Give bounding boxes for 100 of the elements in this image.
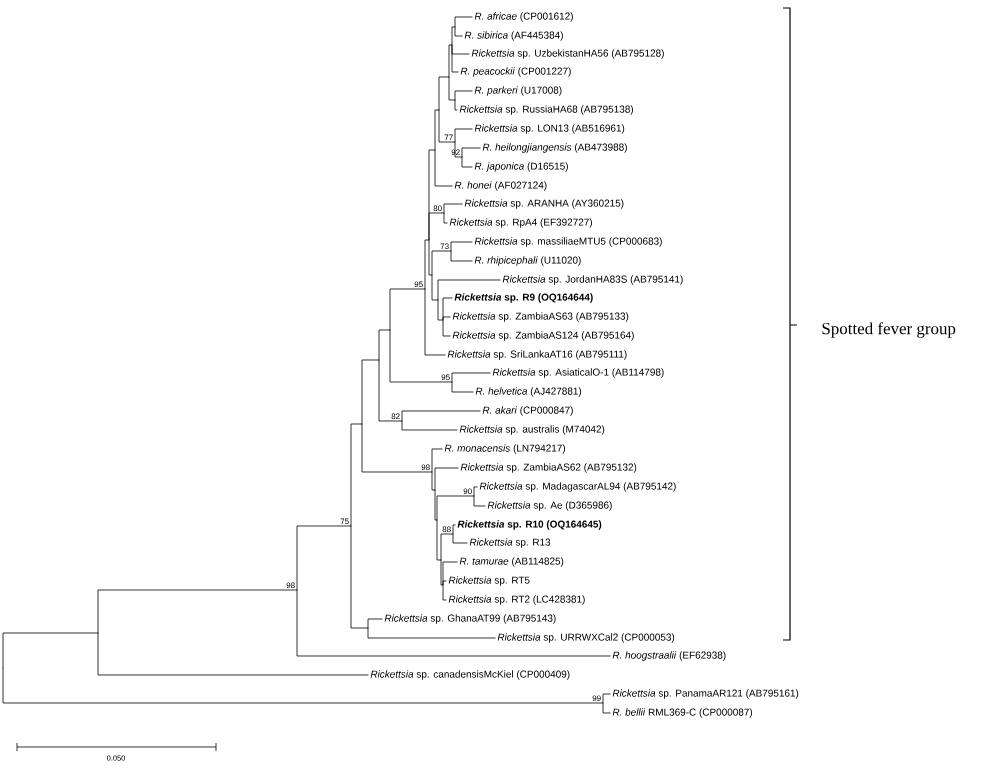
taxon-label: Rickettsia sp. R9 (OQ164644) bbox=[454, 293, 593, 303]
branch bbox=[361, 359, 380, 425]
branch bbox=[97, 632, 369, 676]
taxon-label: R. africae (CP001612) bbox=[474, 12, 573, 22]
branch bbox=[389, 329, 453, 383]
taxon-label: Rickettsia sp. PanamaAR121 (AB795161) bbox=[612, 689, 799, 699]
branch bbox=[440, 533, 454, 561]
branch bbox=[434, 149, 453, 187]
branch bbox=[437, 279, 501, 301]
branch bbox=[361, 423, 433, 473]
branch bbox=[367, 627, 496, 639]
taxon-label: Rickettsia sp. ZambiaAS63 (AB795133) bbox=[452, 312, 629, 322]
taxon-label: Rickettsia sp. ARANHA (AY360215) bbox=[464, 199, 624, 209]
taxon-label: R. akari (CP000847) bbox=[482, 406, 573, 416]
taxon-label: R. japonica (D16515) bbox=[474, 162, 568, 172]
taxon-label: Rickettsia sp. RussiaHA68 (AB795138) bbox=[459, 105, 633, 115]
branch bbox=[454, 99, 458, 111]
taxon-label: Rickettsia sp. canadensisMcKiel (CP000409) bbox=[370, 670, 570, 680]
branch bbox=[296, 525, 352, 591]
branch bbox=[2, 667, 604, 704]
branch bbox=[431, 274, 439, 301]
branch bbox=[448, 76, 456, 101]
branch bbox=[454, 26, 463, 37]
branch bbox=[367, 618, 383, 629]
taxon-label: R. peacockii (CP001227) bbox=[460, 67, 571, 77]
branch bbox=[97, 589, 298, 634]
taxon-label: Rickettsia sp. JordanHA83S (AB795141) bbox=[502, 275, 683, 285]
branch bbox=[438, 109, 456, 143]
branch bbox=[451, 381, 474, 393]
branch bbox=[602, 693, 611, 704]
branch bbox=[454, 16, 473, 28]
branch bbox=[378, 359, 403, 422]
taxon-label: Rickettsia sp. RT2 (LC428381) bbox=[448, 595, 585, 605]
branch bbox=[437, 299, 444, 321]
branch bbox=[451, 26, 456, 46]
branch bbox=[350, 525, 369, 629]
branch bbox=[442, 580, 447, 586]
taxon-label: Rickettsia sp. massiliaeMTU5 (CP000683) bbox=[474, 237, 662, 247]
taxon-label: Rickettsia sp. RT5 bbox=[448, 576, 530, 586]
branch bbox=[296, 589, 611, 657]
branch bbox=[431, 250, 452, 276]
taxon-label: R. parkeri (U17008) bbox=[474, 86, 562, 96]
taxon-label: Rickettsia sp. GhanaAT99 (AB795143) bbox=[384, 614, 556, 624]
branch bbox=[434, 489, 438, 521]
taxon-label: R. honei (AF027124) bbox=[454, 181, 547, 191]
branch bbox=[431, 448, 443, 473]
branch bbox=[350, 423, 363, 527]
branch bbox=[443, 203, 463, 214]
branch bbox=[434, 467, 459, 491]
branch bbox=[461, 147, 481, 158]
taxon-label: R. hoogstraalii (EF62938) bbox=[612, 651, 726, 661]
taxon-label: R. monacensis (LN794217) bbox=[444, 444, 566, 454]
group-label: Spotted fever group bbox=[822, 322, 956, 338]
taxon-label: R. rhipicephali (U11020) bbox=[474, 256, 581, 266]
branch bbox=[436, 519, 442, 561]
branch bbox=[424, 239, 430, 290]
branch bbox=[2, 632, 99, 669]
branch bbox=[443, 212, 448, 224]
branch bbox=[428, 239, 433, 276]
branch bbox=[428, 212, 445, 241]
branch bbox=[442, 319, 451, 337]
taxon-label: R. bellii RML369-C (CP000087) bbox=[612, 708, 753, 718]
taxon-label: R. helvetica (AJ427881) bbox=[475, 387, 582, 397]
branch bbox=[602, 702, 611, 714]
branch bbox=[442, 584, 447, 601]
branch bbox=[461, 156, 473, 168]
branch bbox=[454, 141, 463, 158]
branch bbox=[438, 76, 450, 111]
branch bbox=[401, 420, 458, 431]
taxon-label: R. sibirica (AF445384) bbox=[464, 31, 563, 41]
taxon-label: Rickettsia sp. R13 bbox=[469, 538, 551, 548]
branch bbox=[451, 44, 459, 73]
branch bbox=[440, 559, 444, 586]
branch bbox=[401, 410, 481, 422]
taxon-label: R. heilongjiangensis (AB473988) bbox=[482, 143, 627, 153]
branch bbox=[454, 128, 473, 143]
branch bbox=[473, 495, 486, 507]
branch bbox=[389, 288, 426, 331]
branch bbox=[436, 495, 475, 521]
branch bbox=[450, 241, 473, 252]
branch bbox=[378, 329, 391, 361]
taxon-label: Rickettsia sp. URRWXCal2 (CP000053) bbox=[497, 633, 675, 643]
taxon-label: Rickettsia sp. Ae (D365986) bbox=[487, 501, 612, 511]
branch bbox=[424, 288, 446, 356]
branch bbox=[451, 372, 491, 383]
taxon-label: Rickettsia sp. LON13 (AB516961) bbox=[474, 124, 625, 134]
branch bbox=[448, 44, 453, 78]
taxon-label: Rickettsia sp. AsiaticalO-1 (AB114798) bbox=[492, 368, 664, 378]
branch bbox=[431, 471, 436, 491]
branch bbox=[454, 90, 473, 101]
taxon-label: Rickettsia sp. UzbekistanHA56 (AB795128) bbox=[471, 49, 664, 59]
branch bbox=[473, 486, 478, 497]
taxon-label: Rickettsia sp. SriLankaAT16 (AB795111) bbox=[447, 350, 627, 360]
taxon-label: Rickettsia sp. R10 (OQ164645) bbox=[457, 520, 602, 530]
branch bbox=[452, 533, 468, 544]
taxon-label: Rickettsia sp. ZambiaAS62 (AB795132) bbox=[460, 463, 637, 473]
branch bbox=[452, 524, 456, 535]
branch bbox=[434, 109, 440, 151]
taxon-label: Rickettsia sp. MadagascarAL94 (AB795142) bbox=[479, 482, 676, 492]
branch bbox=[442, 316, 451, 321]
